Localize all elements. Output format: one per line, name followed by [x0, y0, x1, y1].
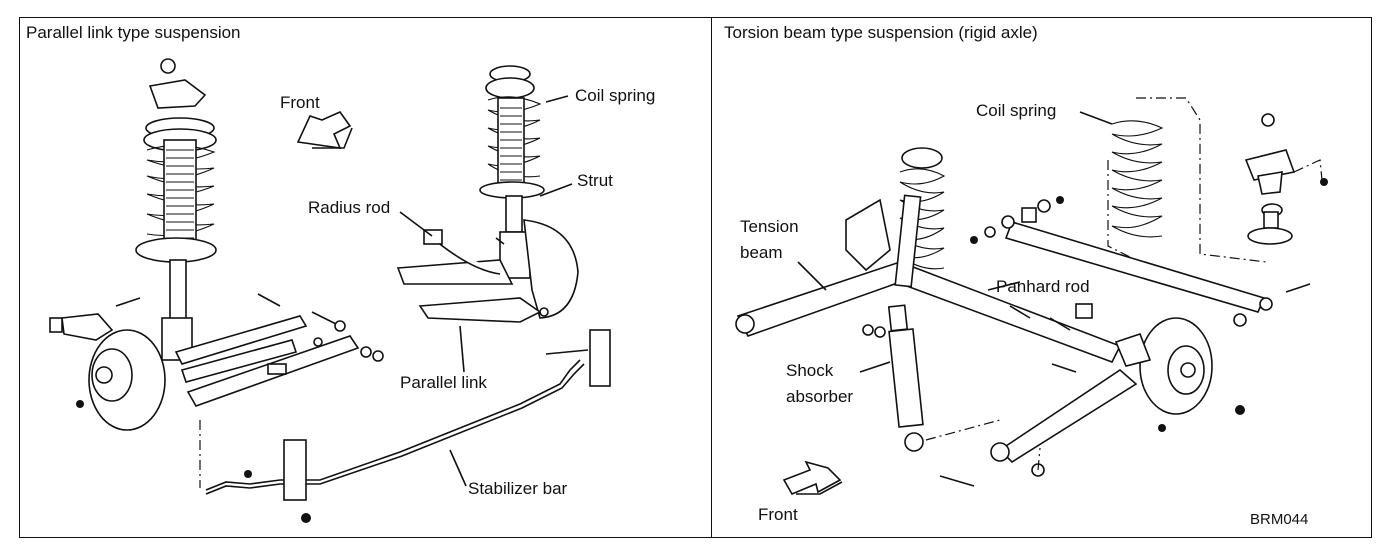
panel-divider	[711, 17, 712, 538]
leader-panhard-rod	[987, 281, 1021, 291]
leader-coil-spring-right	[1079, 111, 1113, 125]
right-panel: Torsion beam type suspension (rigid axle…	[724, 23, 1328, 528]
coil-spring-label-right: Coil spring	[976, 101, 1056, 120]
left-panel-title: Parallel link type suspension	[26, 23, 241, 42]
right-bottom-bolts	[939, 447, 1045, 487]
right-front-label: Front	[758, 505, 798, 524]
tension-beam	[735, 198, 1138, 464]
leader-strut	[539, 183, 573, 197]
tension-beam-label-line2: beam	[740, 243, 783, 262]
stabilizer-bar	[199, 329, 611, 523]
leader-stabilizer-bar	[449, 449, 467, 487]
panhard-rod	[970, 196, 1311, 327]
left-panel: Parallel link type suspension	[26, 23, 655, 523]
right-shock-absorber-upper	[894, 147, 946, 288]
leader-tension-beam	[797, 261, 827, 291]
figure-code: BRM044	[1250, 511, 1308, 528]
leader-shock-absorber	[859, 361, 891, 373]
figure-frame	[19, 17, 1372, 538]
leader-parallel-link	[459, 325, 465, 373]
shock-absorber-label-line1: Shock	[786, 361, 834, 380]
left-hub-knuckle	[49, 313, 166, 431]
left-lower-links	[115, 293, 384, 407]
left-front-arrow: Front	[280, 93, 353, 149]
left-strut-detail	[396, 65, 579, 323]
stabilizer-bar-label: Stabilizer bar	[468, 479, 568, 498]
panhard-rod-label: Panhard rod	[996, 277, 1090, 296]
shock-absorber	[862, 304, 1001, 452]
strut-label: Strut	[577, 171, 613, 190]
right-front-arrow: Front	[758, 460, 843, 524]
tension-beam-label-line1: Tension	[740, 217, 799, 236]
shock-absorber-label-line2: absorber	[786, 387, 853, 406]
top-mount-detail	[1244, 113, 1328, 245]
leader-coil-spring-left	[545, 95, 569, 103]
radius-rod-label: Radius rod	[308, 198, 390, 217]
parallel-link-label: Parallel link	[400, 373, 487, 392]
right-panel-title: Torsion beam type suspension (rigid axle…	[724, 23, 1038, 42]
left-strut-assembly	[135, 58, 217, 361]
leader-radius-rod	[399, 211, 433, 237]
right-coil-spring	[1107, 97, 1267, 263]
right-hub	[1051, 317, 1245, 432]
left-front-label: Front	[280, 93, 320, 112]
coil-spring-label-left: Coil spring	[575, 86, 655, 105]
